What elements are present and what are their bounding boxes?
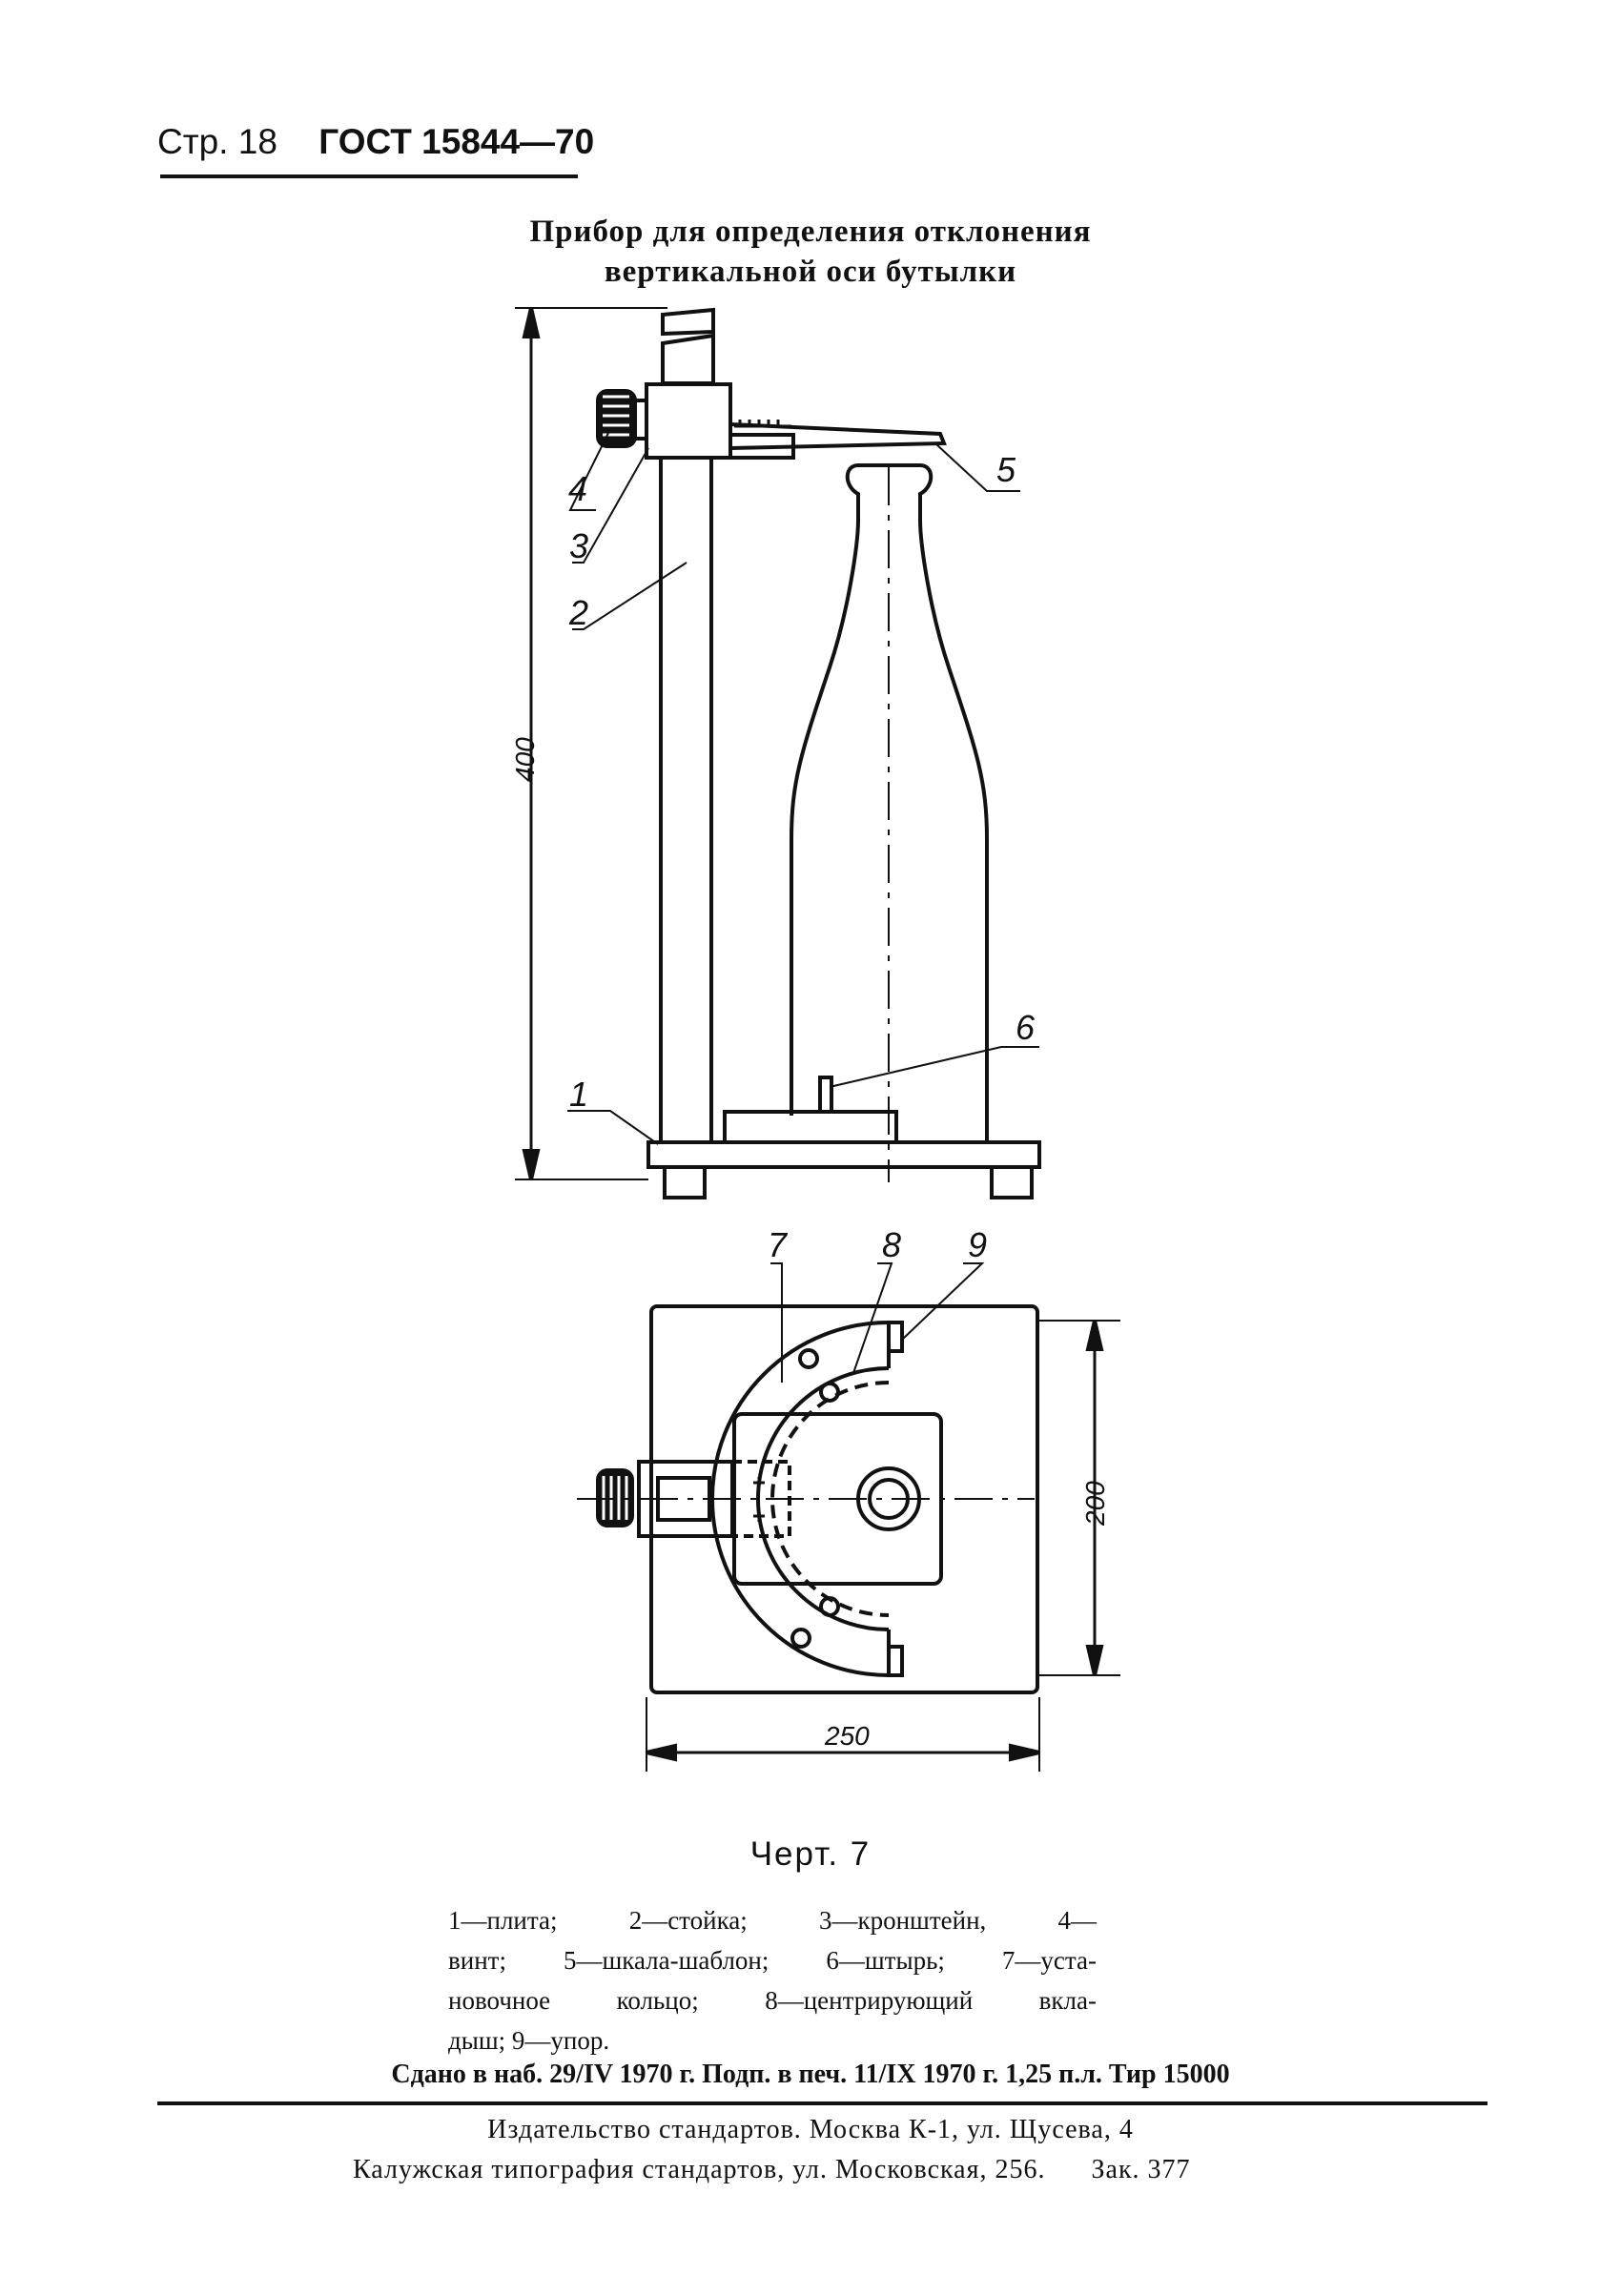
figure-title-line-2: вертикальной оси бутылки [604, 255, 1017, 289]
header-rule [160, 174, 578, 178]
callout-1: 1 [569, 1075, 588, 1114]
figure-title-line-1: Прибор для определения отклонения [529, 215, 1092, 249]
legend-line-4: дыш; 9—упор. [448, 2026, 610, 2055]
base-plate [646, 1140, 1041, 1169]
technical-drawing: 400 200 250 5 4 3 2 1 6 7 8 9 [510, 307, 1120, 1772]
publisher-line: Издательство стандартов. Москва К-1, ул.… [487, 2115, 1134, 2144]
stand-column [659, 456, 713, 1144]
dim-height-label: 400 [510, 737, 540, 782]
callout-3: 3 [569, 526, 588, 565]
footer-rule [157, 2101, 1488, 2105]
callout-9: 9 [968, 1225, 987, 1264]
callout-4: 4 [568, 469, 587, 508]
screw-knob [596, 389, 637, 448]
callout-7: 7 [768, 1225, 789, 1264]
figure-legend: 1—плита; 2—стойка; 3—кронштейн, 4— винт;… [448, 1900, 1097, 2060]
bottle [790, 463, 989, 1142]
figure-title: Прибор для определения отклонения вертик… [0, 212, 1621, 292]
callout-5: 5 [996, 450, 1016, 489]
legend-line-3: новочное кольцо; 8—центрирующий вкла- [448, 1986, 1097, 2015]
callout-2: 2 [568, 593, 588, 632]
callout-6: 6 [1016, 1008, 1036, 1047]
dim-width-label: 250 [824, 1721, 870, 1751]
pin [818, 1076, 833, 1114]
legend-line-1: 1—плита; 2—стойка; 3—кронштейн, 4— [448, 1906, 1097, 1935]
printer-line: Калужская типография стандартов, ул. Мос… [353, 2155, 1191, 2185]
imprint-line: Сдано в наб. 29/IV 1970 г. Подп. в печ. … [391, 2060, 1230, 2089]
figure-caption: Черт. 7 [749, 1835, 872, 1873]
printer-address: Калужская типография стандартов, ул. Мос… [353, 2155, 1046, 2184]
legend-line-2: винт; 5—шкала-шаблон; 6—штырь; 7—уста- [448, 1946, 1097, 1975]
page-number: Стр. 18 [157, 122, 277, 161]
order-number: Зак. 377 [1091, 2155, 1191, 2184]
page-header: Стр. 18 ГОСТ 15844—70 [157, 122, 594, 163]
dim-side-label: 200 [1080, 1481, 1110, 1527]
bracket-block [645, 382, 732, 460]
callout-8: 8 [882, 1225, 901, 1264]
standard-number: ГОСТ 15844—70 [318, 122, 595, 161]
